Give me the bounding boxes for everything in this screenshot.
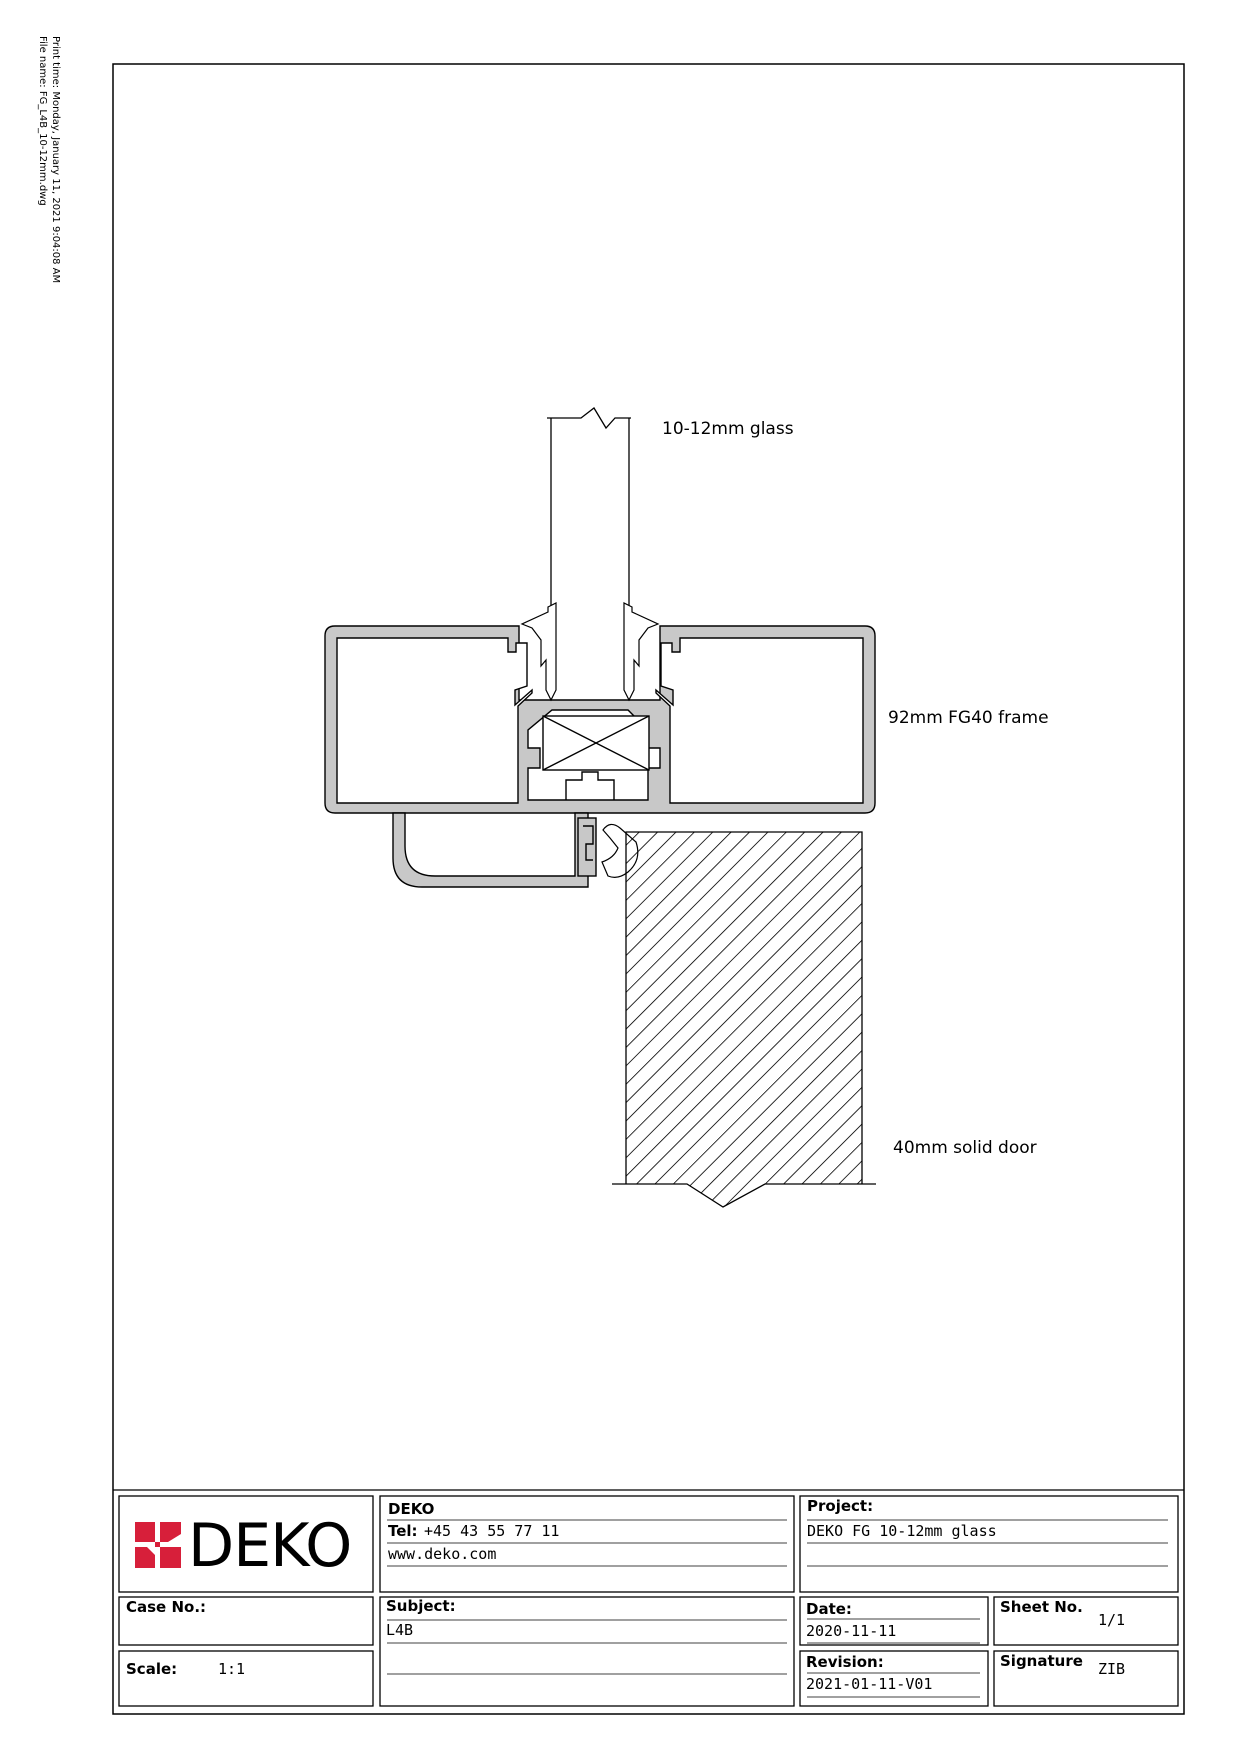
tel-value[interactable]: +45 43 55 77 11 <box>424 1522 560 1540</box>
deko-logo: DEKO <box>188 1511 352 1581</box>
frame-label: 92mm FG40 frame <box>888 708 1049 728</box>
tel-label: Tel: <box>388 1522 418 1540</box>
sheet-no-value: 1/1 <box>1098 1611 1126 1629</box>
subject-label: Subject: <box>386 1597 456 1615</box>
date-value: 2020-11-11 <box>806 1622 897 1640</box>
subject-value: L4B <box>386 1621 414 1639</box>
project-label: Project: <box>807 1497 874 1515</box>
scale-label: Scale: <box>126 1660 178 1678</box>
revision-value: 2021-01-11-V01 <box>806 1675 933 1693</box>
title-block <box>113 1489 1184 1707</box>
sheet-no-label: Sheet No. <box>1000 1598 1083 1616</box>
solid-door <box>612 831 876 1208</box>
scale-value: 1:1 <box>218 1660 246 1678</box>
company-name: DEKO <box>388 1500 435 1518</box>
glass-pane <box>547 407 631 722</box>
website-link[interactable]: www.deko.com <box>388 1545 497 1563</box>
signature-label: Signature <box>1000 1652 1083 1670</box>
project-value: DEKO FG 10-12mm glass <box>807 1522 997 1540</box>
date-label: Date: <box>806 1600 852 1618</box>
revision-label: Revision: <box>806 1653 884 1671</box>
deko-logo-icon <box>135 1522 181 1568</box>
sheet-border <box>112 63 1185 1715</box>
signature-value: ZIB <box>1098 1660 1126 1678</box>
case-no-label: Case No.: <box>126 1598 207 1616</box>
frame-profile <box>324 625 876 888</box>
door-label: 40mm solid door <box>893 1138 1037 1158</box>
glass-label: 10-12mm glass <box>662 419 794 439</box>
